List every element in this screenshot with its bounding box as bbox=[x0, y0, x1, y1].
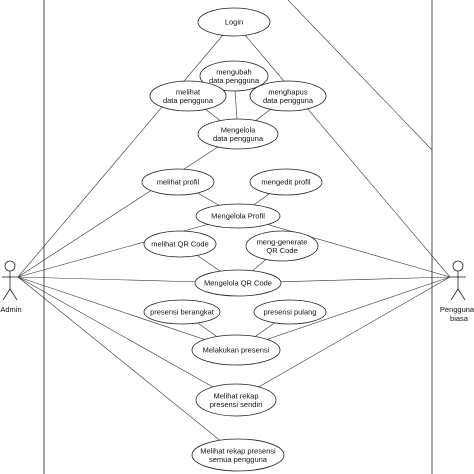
association-user-login bbox=[233, 21, 451, 278]
use-case-berangkat[interactable]: presensi berangkat bbox=[143, 299, 221, 325]
use-case-rekap-sendiri-ellipse bbox=[195, 383, 277, 417]
use-case-presensi[interactable]: Melakukan presensi bbox=[191, 334, 281, 366]
association-admin-kelola-profil bbox=[17, 215, 239, 278]
use-case-kelola-qr[interactable]: Mengelola QR Code bbox=[194, 269, 282, 297]
actor-user-label-line2: biasa bbox=[450, 314, 469, 323]
association-admin-rekap-sendiri bbox=[17, 276, 237, 401]
association-admin-rekap-semua bbox=[17, 276, 239, 456]
use-case-generate-qr-ellipse bbox=[245, 230, 319, 262]
use-case-generate-qr-label: QR Code bbox=[266, 246, 297, 255]
use-case-kelola-qr-ellipse bbox=[194, 269, 282, 297]
actor-user-head bbox=[452, 260, 464, 272]
use-case-presensi-label: Melakukan presensi bbox=[203, 346, 270, 355]
use-case-hapus-ellipse bbox=[249, 80, 327, 112]
use-case-lihat-profil-ellipse bbox=[141, 168, 215, 196]
use-case-hapus-label: menghapus bbox=[268, 87, 307, 96]
use-case-rekap-sendiri-label: presensi sendiri bbox=[210, 400, 263, 409]
actor-user-label-line1: Pengguna bbox=[440, 305, 474, 314]
use-case-ubah-label: data pengguna bbox=[209, 76, 260, 85]
use-case-kelola-profil-ellipse bbox=[195, 203, 281, 229]
use-case-rekap-sendiri-label: Melihat rekap bbox=[213, 391, 258, 400]
actor-pengguna-biasa[interactable]: Pengguna biasa bbox=[440, 260, 474, 323]
use-case-pulang-label: presensi pulang bbox=[264, 308, 317, 317]
use-case-generate-qr-label: meng-generate bbox=[257, 237, 308, 246]
use-case-kelola-data-label: Mengelola bbox=[221, 125, 256, 134]
actor-admin-leg-right bbox=[9, 288, 18, 301]
use-case-kelola-qr-label: Mengelola QR Code bbox=[204, 279, 272, 288]
actor-admin-label: Admin bbox=[0, 305, 21, 314]
association-user-presensi bbox=[235, 276, 451, 351]
association-user-rekap-sendiri bbox=[235, 276, 451, 401]
association-user-kelola-profil bbox=[237, 215, 451, 278]
use-case-ubah-ellipse bbox=[199, 60, 269, 92]
association-admin-presensi bbox=[17, 276, 237, 351]
actor-user-leg-left bbox=[450, 288, 459, 301]
use-case-lihat-qr[interactable]: melihat QR Code bbox=[143, 230, 217, 258]
use-case-lihat-data-label: data pengguna bbox=[163, 96, 214, 105]
use-case-berangkat-label: presensi berangkat bbox=[150, 308, 215, 317]
use-case-edit-profil-ellipse bbox=[249, 168, 323, 196]
association-admin-kelola-data bbox=[17, 133, 239, 278]
use-case-edit-profil[interactable]: mengedit profil bbox=[249, 168, 323, 196]
use-case-lihat-qr-label: melihat QR Code bbox=[151, 240, 209, 249]
use-case-rekap-semua-ellipse bbox=[191, 438, 285, 472]
use-case-ubah-label: mengubah bbox=[216, 67, 251, 76]
use-case-lihat-data-ellipse bbox=[149, 80, 227, 112]
use-case-kelola-data-ellipse bbox=[197, 118, 279, 150]
use-case-login[interactable]: Login bbox=[197, 7, 271, 37]
actor-admin-head bbox=[4, 260, 16, 272]
use-case-login-ellipse bbox=[197, 7, 271, 37]
association-admin-login bbox=[17, 21, 235, 278]
actor-user-leg-right bbox=[457, 288, 466, 301]
actor-admin[interactable]: Admin bbox=[0, 260, 22, 314]
boundary-top-line bbox=[287, 0, 433, 151]
use-case-kelola-data-label: data pengguna bbox=[213, 134, 264, 143]
use-case-lihat-profil-label: melihat profil bbox=[157, 178, 200, 187]
use-case-lihat-data-label: melihat bbox=[176, 87, 201, 96]
use-case-presensi-ellipse bbox=[191, 334, 281, 366]
use-case-berangkat-ellipse bbox=[143, 299, 221, 325]
actor-admin-leg-left bbox=[2, 288, 11, 301]
use-case-pulang[interactable]: presensi pulang bbox=[253, 299, 327, 325]
use-case-edit-profil-label: mengedit profil bbox=[261, 178, 311, 187]
use-case-lihat-qr-ellipse bbox=[143, 230, 217, 258]
use-case-hapus-label: data pengguna bbox=[263, 96, 314, 105]
use-case-login-label: Login bbox=[225, 18, 243, 27]
use-case-rekap-semua-label: Melihat rekap presensi bbox=[200, 446, 276, 455]
use-case-rekap-semua-label: semua pengguna bbox=[209, 455, 268, 464]
use-case-pulang-ellipse bbox=[253, 299, 327, 325]
use-case-lihat-profil[interactable]: melihat profil bbox=[141, 168, 215, 196]
use-case-kelola-profil[interactable]: Mengelola Profil bbox=[195, 203, 281, 229]
use-case-kelola-profil-label: Mengelola Profil bbox=[211, 212, 265, 221]
